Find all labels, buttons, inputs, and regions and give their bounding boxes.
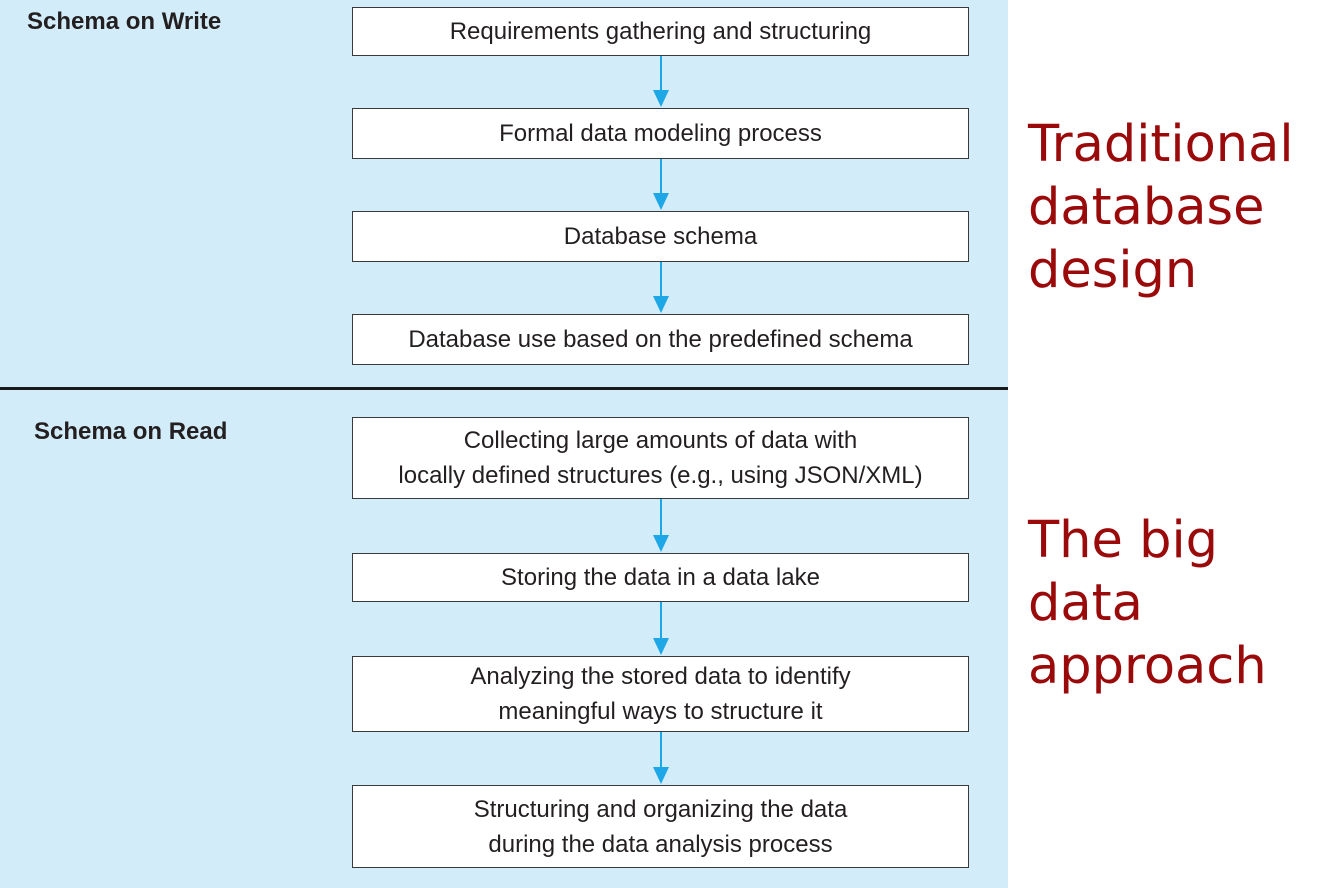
flow-arrow-icon [652,732,670,785]
read-step-collecting: Collecting large amounts of data with lo… [352,417,969,499]
write-step-database-use: Database use based on the predefined sch… [352,314,969,365]
flow-arrow-icon [652,602,670,656]
read-step-structuring: Structuring and organizing the data duri… [352,785,969,868]
schema-on-write-label: Schema on Write [27,8,222,35]
read-step-text: Storing the data in a data lake [501,564,820,591]
write-step-modeling: Formal data modeling process [352,108,969,159]
write-step-text: Formal data modeling process [499,120,822,147]
read-step-analyzing: Analyzing the stored data to identify me… [352,656,969,732]
write-step-text: Database use based on the predefined sch… [408,326,913,353]
flow-arrow-icon [652,262,670,314]
section-divider [0,387,1008,390]
read-step-text: Analyzing the stored data to identify me… [470,663,851,725]
write-step-schema: Database schema [352,211,969,262]
big-data-approach-caption: The big data approach [1028,511,1267,696]
flow-arrow-icon [652,56,670,108]
traditional-database-design-caption: Traditional database design [1028,115,1294,300]
read-step-storing: Storing the data in a data lake [352,553,969,602]
flow-arrow-icon [652,159,670,211]
flow-arrow-icon [652,499,670,553]
schema-on-read-label: Schema on Read [34,418,228,445]
write-step-text: Requirements gathering and structuring [449,18,872,45]
read-step-text: Structuring and organizing the data duri… [473,795,848,858]
write-step-text: Database schema [563,223,758,250]
write-step-requirements: Requirements gathering and structuring [352,7,969,56]
read-step-text: Collecting large amounts of data with lo… [398,427,923,489]
